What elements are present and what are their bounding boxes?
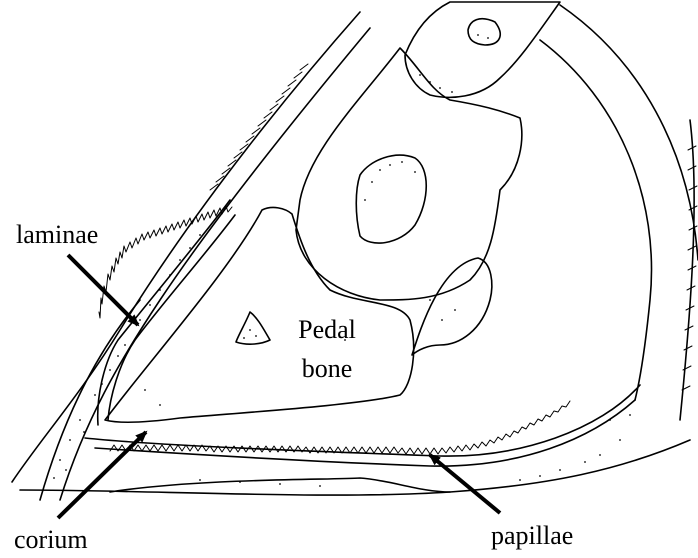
papillae-arrow — [430, 455, 500, 513]
label-arrows — [58, 255, 500, 518]
middle-phalanx-marrow — [356, 155, 426, 243]
hoof-wall-hatching — [210, 64, 308, 190]
laminae-arrow — [68, 255, 138, 325]
papillae-zigzag — [110, 401, 570, 454]
wall-band-inner — [40, 300, 140, 500]
pedal-bone-label: Pedal bone — [284, 310, 370, 388]
sole-papillae-line — [95, 400, 635, 466]
frog-lower — [110, 478, 450, 492]
heel-inner — [540, 40, 652, 400]
hoof-wall-inner-line — [60, 28, 370, 500]
proximal-phalanx — [405, 2, 560, 97]
navicular-bone — [412, 258, 492, 355]
pedal-bone-label-line1: Pedal — [284, 310, 370, 349]
pedal-bone-label-line2: bone — [284, 349, 370, 388]
pedal-bone-foramen — [236, 312, 270, 344]
heel-hatched-edge — [680, 120, 694, 420]
middle-phalanx — [296, 48, 522, 300]
corium-label: corium — [14, 527, 88, 553]
proximal-phalanx-notch — [468, 19, 500, 45]
corium-arrow — [58, 432, 146, 518]
laminae-label: laminae — [16, 222, 98, 248]
laminae-outer-line — [98, 200, 230, 425]
stipple-texture — [53, 34, 631, 487]
papillae-label: papillae — [491, 523, 573, 549]
heel-outer — [560, 5, 698, 260]
